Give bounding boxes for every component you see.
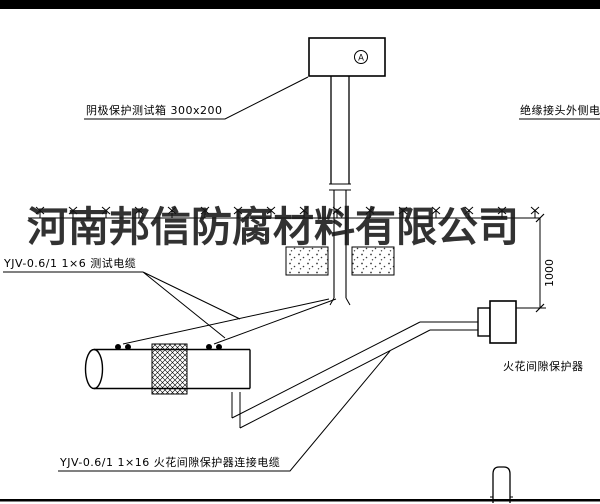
bottom-border-line — [0, 499, 600, 502]
top-border-bar — [0, 0, 600, 9]
insulating-joint-hatch — [151, 343, 188, 395]
spark-gap-cable-label: YJV-0.6/1 1×16 火花间隙保护器连接电缆 — [60, 456, 281, 469]
ammeter-symbol: A — [354, 50, 368, 64]
riser-conduit — [329, 76, 351, 306]
dimension-text: 1000 — [543, 259, 556, 287]
spark-gap-label: 火花间隙保护器 — [503, 360, 584, 373]
watermark-text: 河南邦信防腐材料有限公司 — [27, 203, 519, 251]
test-box-label: 阴极保护测试箱 300x200 — [86, 104, 223, 117]
test-cable-label: YJV-0.6/1 1×6 测试电缆 — [4, 257, 137, 270]
grade-line — [28, 206, 540, 219]
outer-cable-label: 绝缘接头外侧电缆 — [520, 104, 600, 117]
test-box — [308, 37, 386, 77]
spark-gap-device — [477, 300, 517, 344]
concrete-blocks — [285, 246, 395, 276]
cable-connection-points — [115, 344, 222, 350]
spark-gap-cables — [231, 321, 478, 429]
leader-lines — [3, 76, 600, 472]
pipe-cap-symbol — [490, 466, 513, 503]
ammeter-letter: A — [358, 54, 364, 64]
dimension-1000: 1000 — [516, 213, 556, 313]
pipeline — [84, 348, 251, 390]
test-cables — [122, 298, 337, 345]
